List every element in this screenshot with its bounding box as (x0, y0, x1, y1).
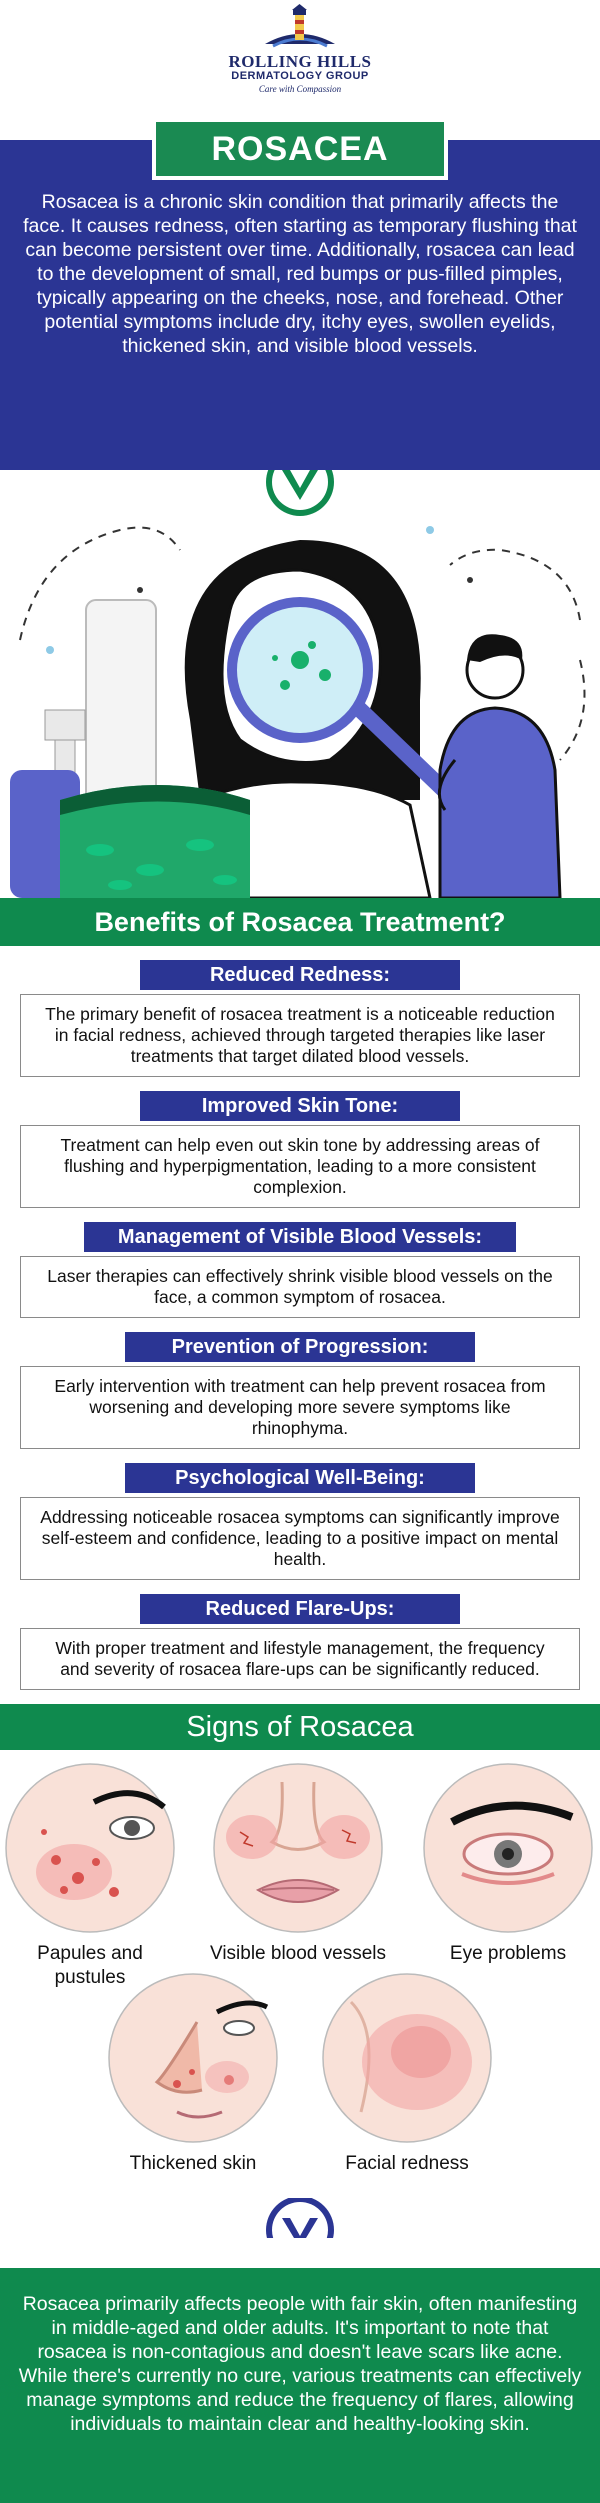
papules-icon (5, 1763, 175, 1933)
benefit-title: Improved Skin Tone: (140, 1091, 460, 1121)
benefit-reduced-redness: Reduced Redness: The primary benefit of … (0, 960, 600, 1077)
sign-blood-vessels: Visible blood vessels (208, 1762, 388, 1966)
sign-label: Eye problems (449, 1943, 567, 1964)
benefit-improved-skin-tone: Improved Skin Tone: Treatment can help e… (0, 1091, 600, 1208)
brand-name: ROLLING HILLS (228, 52, 372, 71)
benefit-title: Reduced Redness: (140, 960, 460, 990)
chevron-divider (0, 2198, 600, 2268)
sign-thickened-skin: Thickened skin (98, 1972, 288, 2176)
brand-tagline: Care with Compassion (258, 84, 342, 94)
eye-problems-icon (423, 1763, 593, 1933)
sign-label: Papules and pustules (37, 1943, 143, 1988)
lighthouse-logo-icon (265, 4, 335, 48)
benefit-title: Reduced Flare-Ups: (140, 1594, 460, 1624)
intro-section: ROSACEA Rosacea is a chronic skin condit… (0, 118, 600, 470)
thickened-skin-icon (108, 1973, 278, 2143)
intro-text: Rosacea is a chronic skin condition that… (23, 191, 577, 357)
page-title: ROSACEA (156, 122, 444, 176)
benefit-title: Management of Visible Blood Vessels: (84, 1222, 516, 1252)
benefit-prevention-of-progression: Prevention of Progression: Early interve… (0, 1332, 600, 1449)
sign-label: Visible blood vessels (209, 1943, 387, 1964)
outro-section: Rosacea primarily affects people with fa… (0, 2268, 600, 2503)
signs-grid: Papules and pustules Visible blood vesse… (0, 1750, 600, 2228)
sign-label: Facial redness (345, 2153, 469, 2174)
benefit-text: Early intervention with treatment can he… (20, 1366, 580, 1449)
benefit-text: Laser therapies can effectively shrink v… (20, 1256, 580, 1318)
benefit-reduced-flare-ups: Reduced Flare-Ups: With proper treatment… (0, 1594, 600, 1690)
dermatology-exam-illustration (10, 470, 586, 898)
facial-redness-icon (322, 1973, 492, 2143)
benefit-title: Prevention of Progression: (125, 1332, 475, 1362)
chevron-down-icon (266, 2198, 334, 2238)
benefit-text: The primary benefit of rosacea treatment… (20, 994, 580, 1077)
benefits-heading: Benefits of Rosacea Treatment? (0, 898, 600, 946)
sign-facial-redness: Facial redness (312, 1972, 502, 2176)
benefits-list: Reduced Redness: The primary benefit of … (0, 946, 600, 1690)
hero-illustration (0, 470, 600, 898)
blood-vessels-icon (213, 1763, 383, 1933)
benefit-title: Psychological Well-Being: (125, 1463, 475, 1493)
brand-subtitle: DERMATOLOGY GROUP (231, 70, 369, 82)
benefit-text: Treatment can help even out skin tone by… (20, 1125, 580, 1208)
outro-text: Rosacea primarily affects people with fa… (18, 2293, 582, 2435)
benefit-visible-blood-vessels: Management of Visible Blood Vessels: Las… (0, 1222, 600, 1318)
sign-label: Thickened skin (129, 2153, 257, 2174)
header: ROLLING HILLS DERMATOLOGY GROUP Care wit… (0, 0, 600, 110)
title-badge: ROSACEA (152, 118, 448, 180)
sign-eye-problems: Eye problems (418, 1762, 598, 1966)
benefit-text: Addressing noticeable rosacea symptoms c… (20, 1497, 580, 1580)
signs-heading: Signs of Rosacea (0, 1704, 600, 1750)
sign-papules: Papules and pustules (0, 1762, 180, 1990)
benefit-psychological-well-being: Psychological Well-Being: Addressing not… (0, 1463, 600, 1580)
benefit-text: With proper treatment and lifestyle mana… (20, 1628, 580, 1690)
